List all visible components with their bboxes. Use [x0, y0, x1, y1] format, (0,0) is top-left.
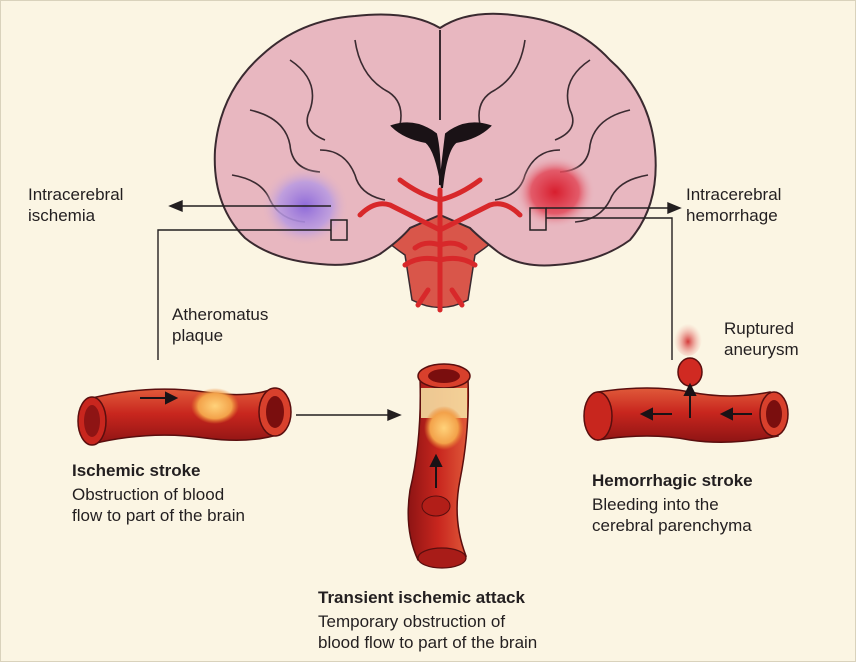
intracerebral-ischemia-label: Intracerebral ischemia: [28, 184, 123, 226]
hemorrhagic-stroke-title: Hemorrhagic stroke: [592, 470, 753, 491]
ischemic-vessel: [78, 388, 291, 445]
atheroma-plaque: [191, 388, 239, 424]
hemorrhagic-stroke-description: Bleeding into the cerebral parenchyma: [592, 494, 752, 536]
atheromatus-plaque-label: Atheromatus plaque: [172, 304, 268, 346]
ruptured-aneurysm-label: Ruptured aneurysm: [724, 318, 799, 360]
hemorrhage-region: [515, 156, 595, 228]
tia-title: Transient ischemic attack: [318, 587, 525, 608]
blood-spray: [674, 320, 702, 356]
tia-plaque: [424, 406, 464, 450]
aneurysm-bulge: [678, 358, 702, 386]
ischemic-stroke-description: Obstruction of blood flow to part of the…: [72, 484, 245, 526]
intracerebral-hemorrhage-label: Intracerebral hemorrhage: [686, 184, 781, 226]
ischemic-stroke-title: Ischemic stroke: [72, 460, 201, 481]
tia-description: Temporary obstruction of blood flow to p…: [318, 611, 537, 653]
